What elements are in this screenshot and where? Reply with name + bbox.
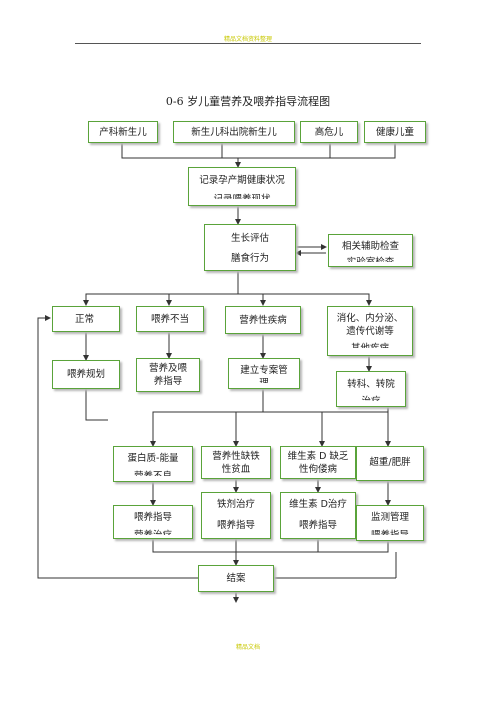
label-case-closed: 结案 bbox=[226, 573, 246, 584]
label-high-risk: 高危儿 bbox=[314, 127, 344, 138]
box-healthy-child: 健康儿童 bbox=[364, 121, 426, 143]
label-monitoring-1: 监测管理 bbox=[370, 512, 409, 523]
box-case-closed: 结案 bbox=[198, 565, 274, 592]
label-iron-therapy-2: 喂养指导 bbox=[216, 520, 255, 531]
box-neonatal-discharge: 新生儿科出院新生儿 bbox=[173, 121, 295, 143]
label-record-1: 记录孕产期健康状况 bbox=[199, 175, 285, 186]
label-feeding-guidance-1: 喂养指导 bbox=[133, 512, 172, 523]
label-obstetric-newborn: 产科新生儿 bbox=[99, 127, 147, 138]
label-normal: 正常 bbox=[75, 314, 95, 325]
label-iron-anemia-2: 性贫血 bbox=[221, 464, 251, 475]
box-vitd-rickets: 维生素 D 缺乏 性佝偻病 bbox=[280, 446, 356, 479]
box-vitd-therapy: 维生素 D治疗 喂养指导 bbox=[280, 492, 356, 539]
label-aux-exam-1: 相关辅助检查 bbox=[341, 241, 399, 252]
box-monitoring: 监测管理 喂养指导 bbox=[356, 505, 424, 541]
label-healthy-child: 健康儿童 bbox=[375, 127, 414, 138]
box-record: 记录孕产期健康状况 记录喂养现状 bbox=[188, 167, 296, 206]
label-case-management-2: 理 bbox=[229, 377, 299, 383]
label-iron-therapy-1: 铁剂治疗 bbox=[216, 499, 255, 510]
label-referral-2: 治疗 bbox=[337, 395, 405, 401]
box-nutritional-disease: 营养性疾病 bbox=[225, 306, 301, 334]
box-referral: 转科、转院 治疗 bbox=[336, 371, 406, 407]
label-improper-feeding: 喂养不当 bbox=[150, 314, 189, 325]
label-other-diseases-3: 其他疾病 bbox=[328, 342, 412, 348]
label-iron-anemia-1: 营养性缺铁 bbox=[212, 451, 260, 462]
label-aux-exam-2: 实验室检查 bbox=[329, 256, 412, 262]
box-iron-anemia: 营养性缺铁 性贫血 bbox=[201, 446, 271, 479]
label-vitd-therapy-2: 喂养指导 bbox=[298, 520, 337, 531]
box-aux-exam: 相关辅助检查 实验室检查 bbox=[328, 234, 413, 267]
label-other-diseases-2: 遗传代谢等 bbox=[346, 326, 394, 337]
label-vitd-rickets-1: 维生素 D 缺乏 bbox=[287, 451, 349, 462]
box-high-risk: 高危儿 bbox=[300, 121, 358, 143]
label-monitoring-2: 喂养指导 bbox=[357, 529, 423, 535]
label-record-2: 记录喂养现状 bbox=[189, 193, 295, 199]
label-feeding-guidance-2: 营养治疗 bbox=[114, 529, 192, 535]
box-improper-feeding: 喂养不当 bbox=[136, 306, 204, 332]
page-header-text: 精品文档资料整理 bbox=[223, 36, 272, 43]
header-divider bbox=[75, 43, 421, 44]
label-protein-energy-2: 营养不良 bbox=[114, 470, 192, 476]
box-protein-energy: 蛋白质-能量 营养不良 bbox=[113, 446, 193, 482]
box-other-diseases: 消化、内分泌、 遗传代谢等 其他疾病 bbox=[327, 306, 413, 356]
box-assessment: 生长评估 膳食行为 bbox=[204, 224, 296, 271]
label-vitd-therapy-1: 维生素 D治疗 bbox=[289, 499, 347, 510]
label-protein-energy-1: 蛋白质-能量 bbox=[127, 453, 179, 464]
box-iron-therapy: 铁剂治疗 喂养指导 bbox=[201, 492, 271, 539]
label-assessment-1: 生长评估 bbox=[230, 233, 269, 244]
label-nutritional-disease: 营养性疾病 bbox=[239, 315, 287, 326]
box-case-management: 建立专案管 理 bbox=[228, 358, 300, 389]
box-obstetric-newborn: 产科新生儿 bbox=[88, 121, 158, 143]
page-title: 0-6 岁儿童营养及喂养指导流程图 bbox=[165, 95, 331, 108]
label-assessment-2: 膳食行为 bbox=[230, 253, 269, 264]
label-case-management-1: 建立专案管 bbox=[240, 365, 288, 376]
label-nutrition-guidance-1: 营养及喂 bbox=[148, 363, 187, 374]
box-nutrition-guidance: 营养及喂 养指导 bbox=[136, 358, 200, 392]
label-neonatal-discharge: 新生儿科出院新生儿 bbox=[191, 127, 277, 138]
label-other-diseases-1: 消化、内分泌、 bbox=[336, 313, 404, 324]
label-overweight: 超重/肥胖 bbox=[369, 457, 411, 468]
box-normal: 正常 bbox=[52, 306, 120, 332]
box-feeding-guidance: 喂养指导 营养治疗 bbox=[113, 505, 193, 539]
box-overweight: 超重/肥胖 bbox=[356, 446, 424, 481]
label-nutrition-guidance-2: 养指导 bbox=[153, 376, 183, 387]
label-vitd-rickets-2: 性佝偻病 bbox=[298, 464, 337, 475]
label-feeding-plan: 喂养规划 bbox=[66, 369, 105, 380]
page-footer-text: 精品文档 bbox=[235, 644, 260, 651]
label-referral-1: 转科、转院 bbox=[347, 379, 395, 390]
box-feeding-plan: 喂养规划 bbox=[52, 360, 120, 389]
